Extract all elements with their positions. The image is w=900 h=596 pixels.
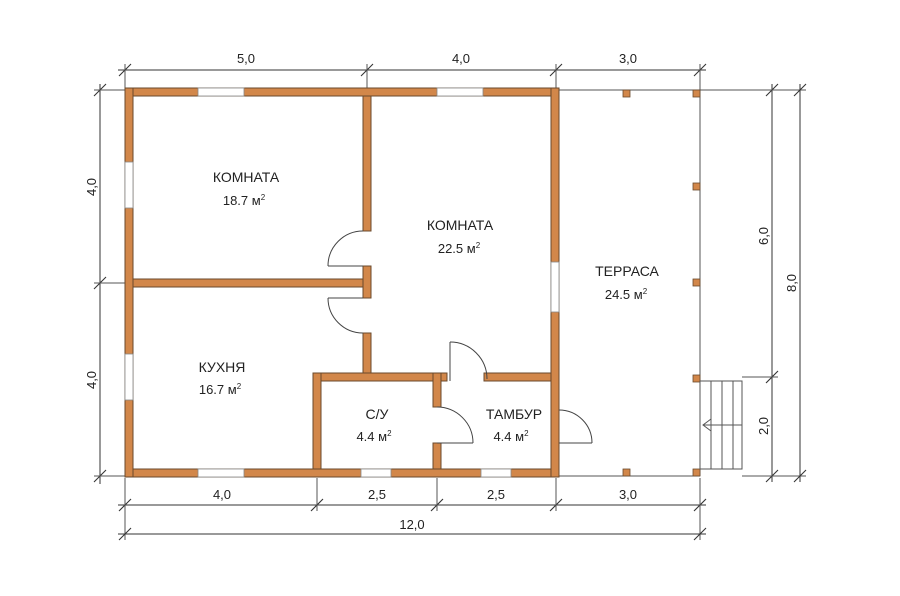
wall-left (124, 87, 134, 478)
terrace-post (622, 89, 631, 98)
door (558, 409, 593, 444)
top-dimension-chain: 5,0 4,0 3,0 (118, 51, 707, 90)
doors (327, 230, 593, 444)
right-dimension-chain: 6,0 2,0 8,0 (700, 83, 807, 483)
dim-right-1: 6,0 (756, 227, 771, 245)
window (436, 87, 484, 97)
wall-interior (432, 372, 442, 408)
room-name: ТЕРРАСА (595, 263, 659, 279)
terrace-outline (556, 89, 701, 477)
room-area: 24.5 м2 (605, 287, 648, 302)
terrace-post (692, 374, 701, 383)
room-area: 4.4 м2 (356, 429, 392, 444)
room-name: С/У (366, 406, 389, 422)
room-name: ТАМБУР (486, 406, 542, 422)
window (197, 87, 245, 97)
dim-left-1: 4,0 (84, 178, 99, 196)
door (449, 341, 488, 381)
room-area: 16.7 м2 (199, 382, 242, 397)
wall-interior (312, 372, 322, 470)
dim-bottom-3: 2,5 (487, 487, 505, 502)
wall-interior (132, 278, 364, 288)
dim-bottom-total: 12,0 (399, 517, 424, 532)
room-area: 18.7 м2 (223, 193, 266, 208)
wall-top (124, 87, 560, 97)
room-area: 4.4 м2 (493, 429, 529, 444)
window (197, 468, 245, 478)
terrace-post (692, 182, 701, 191)
wall-interior (362, 95, 372, 232)
terrace-post (692, 278, 701, 287)
dim-bottom-1: 4,0 (213, 487, 231, 502)
terrace-post (622, 468, 631, 477)
entrance-stairs (699, 380, 743, 470)
room-area: 22.5 м2 (438, 241, 481, 256)
wall-interior (483, 372, 552, 382)
window (360, 468, 392, 478)
room-name: КУХНЯ (199, 359, 246, 375)
door (327, 230, 364, 267)
dim-right-2: 2,0 (756, 417, 771, 435)
dim-bottom-4: 3,0 (619, 487, 637, 502)
terrace-post (692, 468, 701, 477)
dim-top-1: 5,0 (237, 51, 255, 66)
dim-bottom-2: 2,5 (368, 487, 386, 502)
window (124, 353, 134, 401)
terrace-post (692, 89, 701, 98)
door (436, 406, 474, 444)
window (550, 261, 560, 313)
room-name: КОМНАТА (427, 217, 494, 233)
door (327, 297, 364, 334)
dim-top-2: 4,0 (452, 51, 470, 66)
window (480, 468, 512, 478)
wall-interior (312, 372, 448, 382)
window (124, 161, 134, 209)
dim-right-total: 8,0 (784, 274, 799, 292)
room-name: КОМНАТА (213, 169, 280, 185)
room-labels: КОМНАТА 18.7 м2 КОМНАТА 22.5 м2 ТЕРРАСА … (199, 169, 660, 444)
bottom-dimension-chain: 4,0 2,5 2,5 3,0 12,0 (118, 478, 707, 541)
wall-interior (362, 265, 372, 299)
windows (124, 87, 560, 478)
dim-top-3: 3,0 (619, 51, 637, 66)
dim-left-2: 4,0 (84, 371, 99, 389)
wall-interior (432, 442, 442, 470)
left-dimension-chain: 4,0 4,0 (84, 83, 125, 484)
